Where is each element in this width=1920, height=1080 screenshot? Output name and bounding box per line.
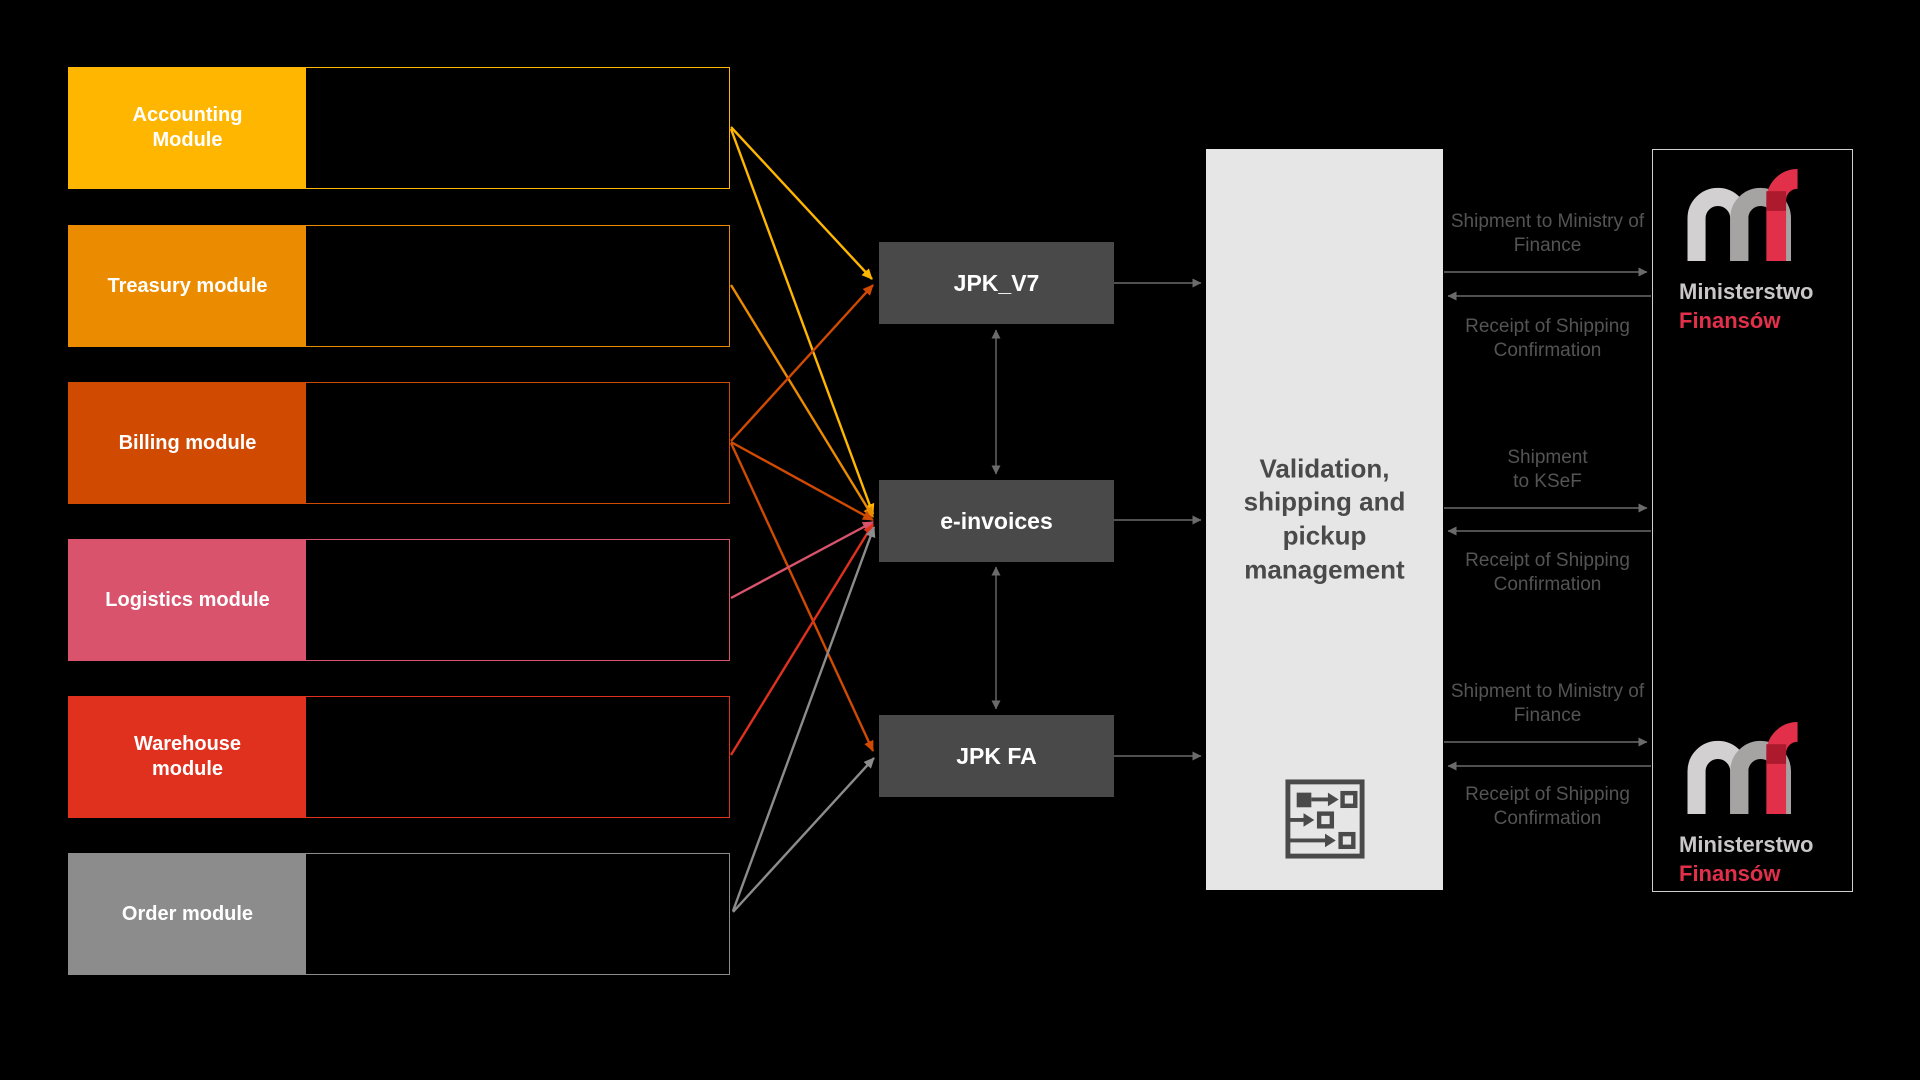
mf-logo-bottom: Ministerstwo Finansów bbox=[1679, 722, 1834, 888]
doc-jpk-fa-label: JPK FA bbox=[956, 742, 1037, 769]
module-accounting-label: Accounting Module bbox=[69, 68, 306, 188]
mf-logo-icon bbox=[1687, 722, 1799, 814]
ministry-name-line2: Finansów bbox=[1679, 860, 1781, 886]
mf-logo-top: Ministerstwo Finansów bbox=[1679, 169, 1834, 335]
module-accounting: Accounting Module bbox=[68, 67, 730, 189]
module-order: Order module bbox=[68, 853, 730, 975]
ministry-of-finance-box: Ministerstwo Finansów Ministerstwo Finan… bbox=[1652, 149, 1853, 892]
flow-label-receipt-middle: Receipt of Shipping Confirmation bbox=[1465, 550, 1630, 596]
module-billing: Billing module bbox=[68, 382, 730, 504]
module-logistics-label: Logistics module bbox=[69, 540, 306, 660]
flow-label-shipment-ksef: Shipment to KSeF bbox=[1507, 447, 1588, 493]
doc-e-invoices-label: e-invoices bbox=[940, 507, 1053, 534]
validation-box: Validation, shipping and pickup manageme… bbox=[1206, 149, 1443, 890]
module-warehouse: Warehouse module bbox=[68, 696, 730, 818]
workflow-icon bbox=[1284, 779, 1365, 859]
module-order-label: Order module bbox=[69, 854, 306, 974]
validation-label: Validation, shipping and pickup manageme… bbox=[1243, 452, 1406, 585]
ministry-name-line1: Ministerstwo bbox=[1679, 279, 1814, 304]
doc-e-invoices: e-invoices bbox=[879, 480, 1114, 562]
module-billing-label: Billing module bbox=[69, 383, 306, 503]
module-treasury-label: Treasury module bbox=[69, 226, 306, 346]
ministry-name-line2: Finansów bbox=[1679, 307, 1781, 333]
doc-jpk-v7: JPK_V7 bbox=[879, 242, 1114, 324]
mf-logo-icon bbox=[1687, 169, 1799, 261]
flow-label-receipt-top: Receipt of Shipping Confirmation bbox=[1465, 316, 1630, 362]
ministry-name-line1: Ministerstwo bbox=[1679, 832, 1814, 857]
flow-label-shipment-mof-bottom: Shipment to Ministry of Finance bbox=[1450, 681, 1645, 727]
module-treasury: Treasury module bbox=[68, 225, 730, 347]
flow-label-receipt-bottom: Receipt of Shipping Confirmation bbox=[1465, 784, 1630, 830]
doc-jpk-v7-label: JPK_V7 bbox=[953, 269, 1040, 296]
module-logistics: Logistics module bbox=[68, 539, 730, 661]
module-warehouse-label: Warehouse module bbox=[69, 697, 306, 817]
doc-jpk-fa: JPK FA bbox=[879, 715, 1114, 797]
flow-label-shipment-mof-top: Shipment to Ministry of Finance bbox=[1450, 211, 1645, 257]
